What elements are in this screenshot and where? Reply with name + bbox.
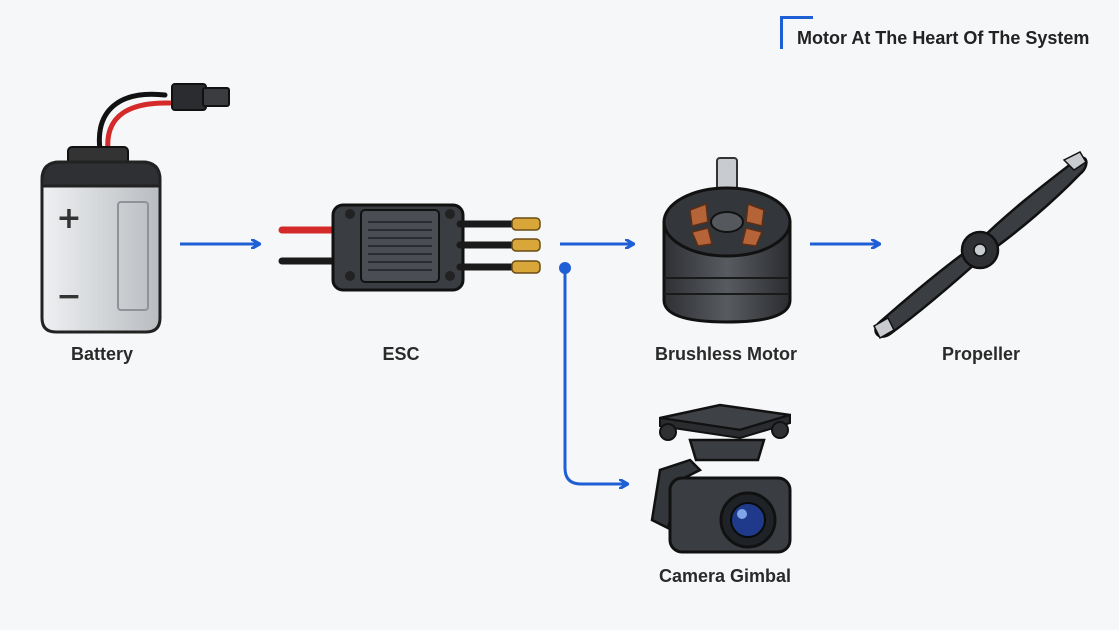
label-propeller: Propeller <box>941 344 1021 364</box>
flow-arrows <box>180 244 878 484</box>
camera-gimbal-icon <box>650 403 792 554</box>
brushless-motor-icon <box>662 157 792 324</box>
arrow-esc-to-gimbal <box>563 268 626 484</box>
battery-minus-symbol: − <box>56 279 81 314</box>
battery-icon: + − <box>40 83 230 334</box>
label-esc: ESC <box>382 344 420 364</box>
title-bracket-decoration <box>780 16 813 49</box>
diagram-title: Motor At The Heart Of The System <box>797 28 1090 48</box>
label-camera-gimbal: Camera Gimbal <box>658 566 792 586</box>
label-battery: Battery <box>70 344 134 364</box>
propeller-icon <box>873 151 1088 340</box>
label-brushless-motor: Brushless Motor <box>654 344 798 364</box>
battery-plus-symbol: + <box>56 201 81 236</box>
esc-icon <box>278 203 541 292</box>
